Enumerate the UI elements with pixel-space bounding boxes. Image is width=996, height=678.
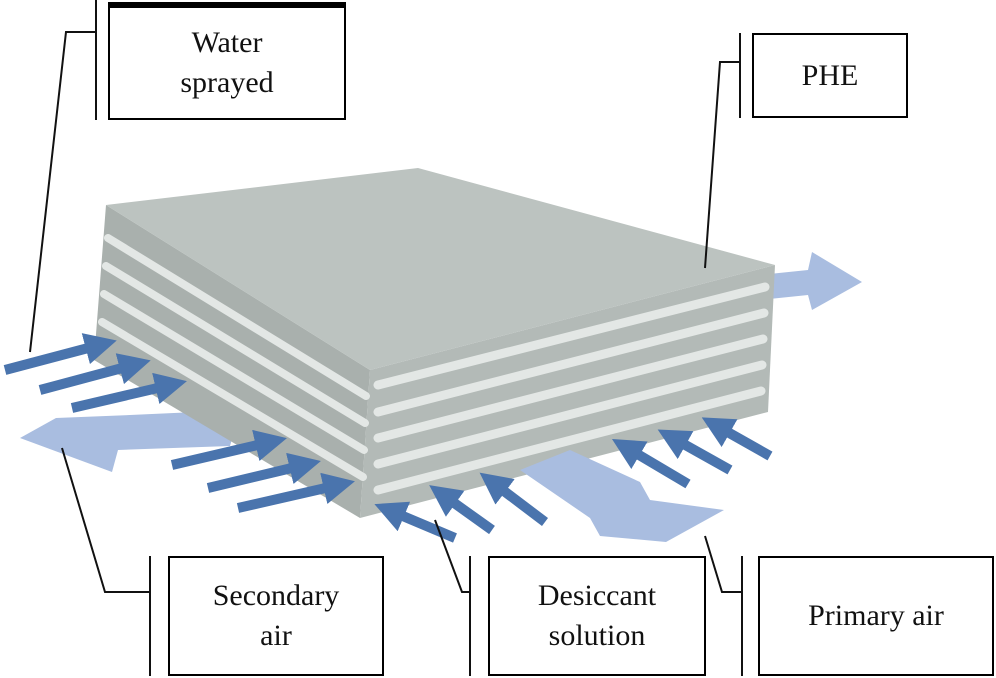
secondary-air-inflow-arrows	[3, 333, 355, 513]
desiccant-line1: Desiccant	[537, 579, 657, 612]
phe-top-face	[106, 168, 775, 370]
secondary-air-outflow-arrow	[20, 410, 240, 472]
phe-label: PHE	[752, 33, 908, 118]
primary-air-label: Primary air	[758, 556, 994, 676]
water-sprayed-line2: sprayed	[180, 66, 274, 99]
water-sprayed-line1: Water	[191, 26, 263, 59]
front-face-channels	[373, 282, 770, 495]
left-face-channels	[98, 234, 370, 481]
desiccant-solution-label: Desiccant solution	[488, 556, 706, 676]
desiccant-solution-arrows	[374, 417, 773, 543]
primary-air-outflow-arrow	[520, 450, 724, 542]
secondary-air-line1: Secondary	[212, 579, 340, 612]
secondary-air-line2: air	[260, 619, 292, 652]
water-sprayed-label: Water sprayed	[108, 2, 346, 120]
desiccant-line2: solution	[548, 619, 646, 652]
primary-air-text: Primary air	[808, 599, 944, 632]
primary-air-exhaust-arrow	[760, 252, 862, 310]
leader-lines	[29, 0, 743, 676]
secondary-air-label: Secondary air	[168, 556, 384, 676]
phe-text: PHE	[801, 58, 859, 92]
